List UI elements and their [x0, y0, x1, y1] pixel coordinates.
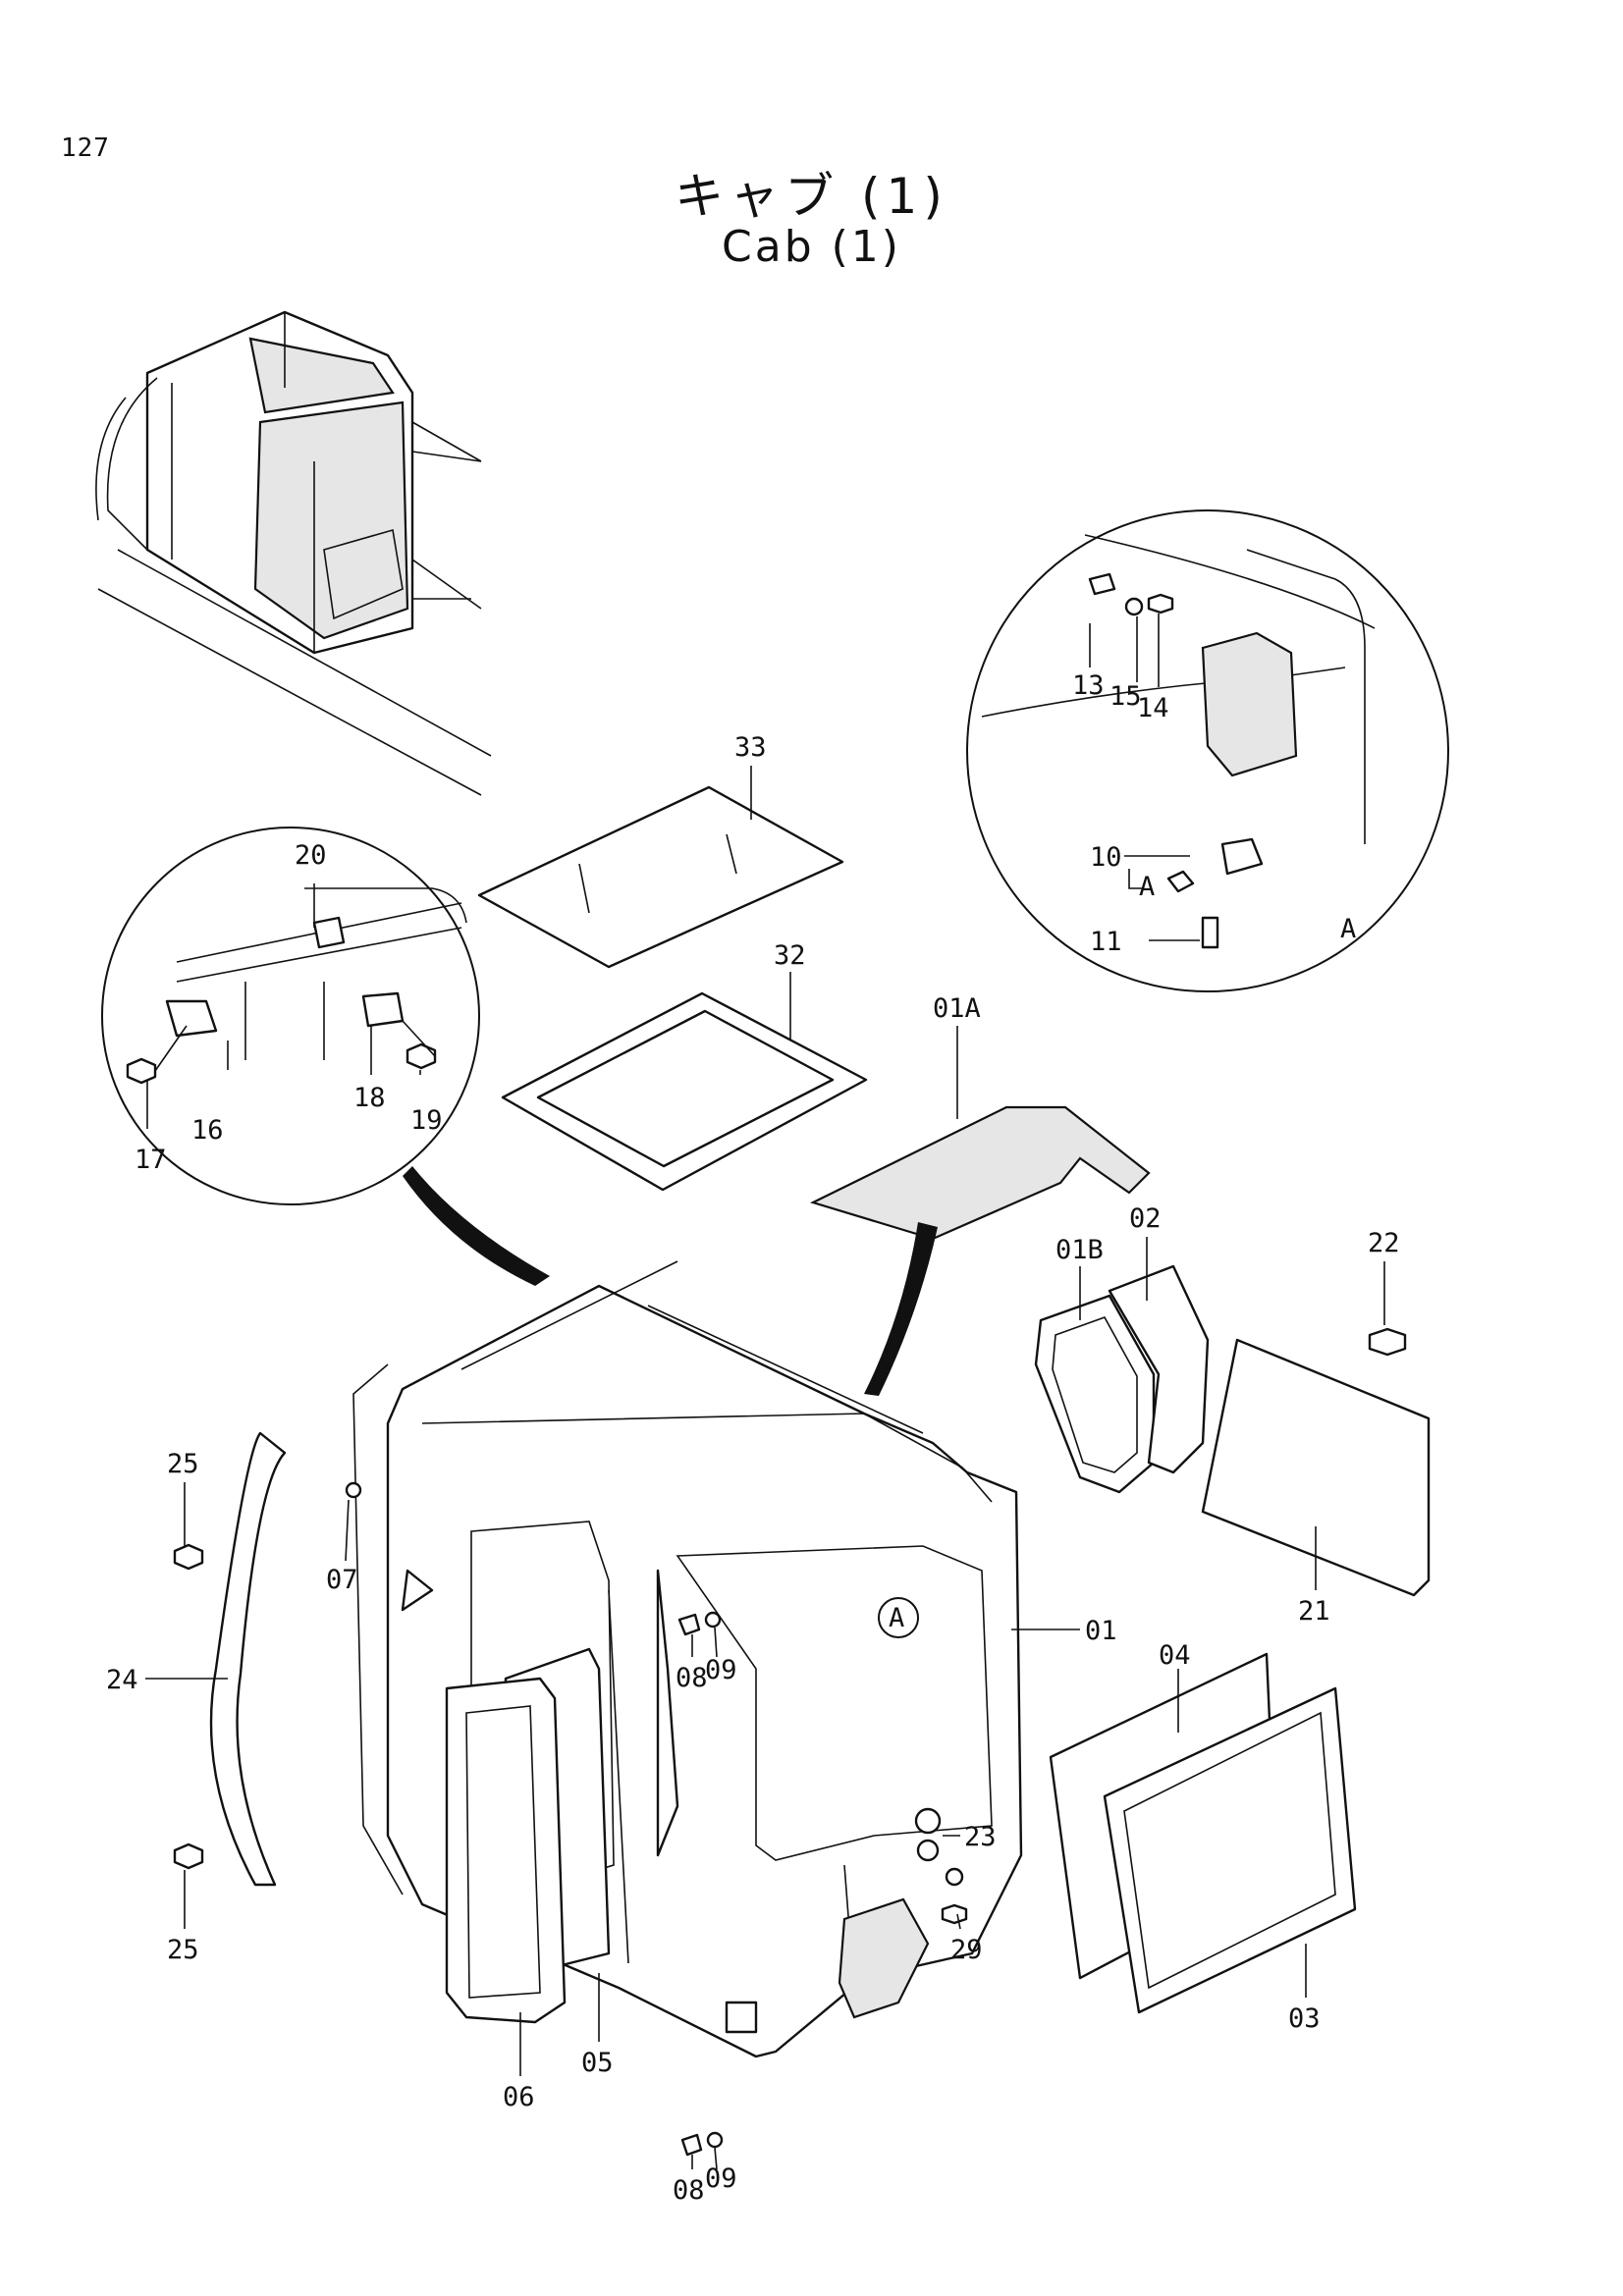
callout-29: 29	[950, 1935, 983, 1965]
callout-33: 33	[734, 732, 767, 763]
page-title-japanese: キャブ (1)	[675, 168, 948, 225]
callout-15: 15	[1109, 681, 1142, 712]
callout-14: 14	[1137, 693, 1169, 723]
callout-08-bottom: 08	[673, 2175, 705, 2206]
leader-lines	[145, 614, 1385, 2170]
part-33-roof-glass	[477, 785, 844, 969]
part-21-side-panel	[1201, 1338, 1431, 1597]
part-24-handrail	[209, 1431, 287, 1887]
page-title-english: Cab (1)	[722, 222, 901, 272]
detail-ref-a-circle: A	[889, 1603, 904, 1633]
part-01B-seal	[1034, 1294, 1156, 1494]
part-32-roof-frame	[501, 991, 868, 1192]
callout-17: 17	[135, 1145, 167, 1175]
callout-03: 03	[1288, 2003, 1321, 2034]
callout-09-top: 09	[705, 1655, 737, 1685]
callout-05: 05	[581, 2048, 614, 2078]
part-02-glass	[1108, 1264, 1210, 1474]
callout-19: 19	[410, 1105, 443, 1136]
callout-16: 16	[191, 1115, 224, 1146]
callout-02: 02	[1129, 1203, 1162, 1234]
part-01A-roof-panel	[810, 1105, 1151, 1241]
callout-10: 10	[1090, 842, 1122, 873]
callout-20: 20	[295, 840, 327, 871]
detail-circle-right	[966, 509, 1449, 992]
callout-25-top: 25	[167, 1449, 199, 1479]
detail-circle-left	[101, 827, 550, 1286]
callout-01A: 01A	[933, 993, 981, 1024]
callout-04: 04	[1159, 1640, 1191, 1671]
callout-01: 01	[1085, 1616, 1117, 1646]
callout-a-circle: A	[1340, 914, 1356, 944]
callout-13: 13	[1072, 670, 1105, 701]
callout-11: 11	[1090, 927, 1122, 957]
callout-18: 18	[353, 1083, 386, 1113]
part-03-rear-seal	[1103, 1686, 1357, 2014]
callout-09-bottom: 09	[705, 2163, 737, 2194]
callout-07: 07	[326, 1565, 358, 1595]
callout-a-inner: A	[1139, 872, 1155, 902]
callout-32: 32	[774, 940, 806, 971]
callout-23: 23	[964, 1822, 997, 1852]
callout-labels: 33 32 01A 02 01B 22 21 01 04 03 25 24 25…	[106, 670, 1400, 2206]
callout-01B: 01B	[1055, 1235, 1104, 1265]
page-number: 127	[61, 133, 110, 163]
callout-22: 22	[1368, 1228, 1400, 1258]
callout-08-top: 08	[676, 1663, 708, 1693]
callout-25-bottom: 25	[167, 1935, 199, 1965]
callout-21: 21	[1298, 1596, 1330, 1627]
callout-06: 06	[503, 2082, 535, 2112]
callout-24: 24	[106, 1665, 138, 1695]
part-06-door-seal	[445, 1677, 567, 2024]
overview-cab-illustration	[95, 310, 492, 796]
